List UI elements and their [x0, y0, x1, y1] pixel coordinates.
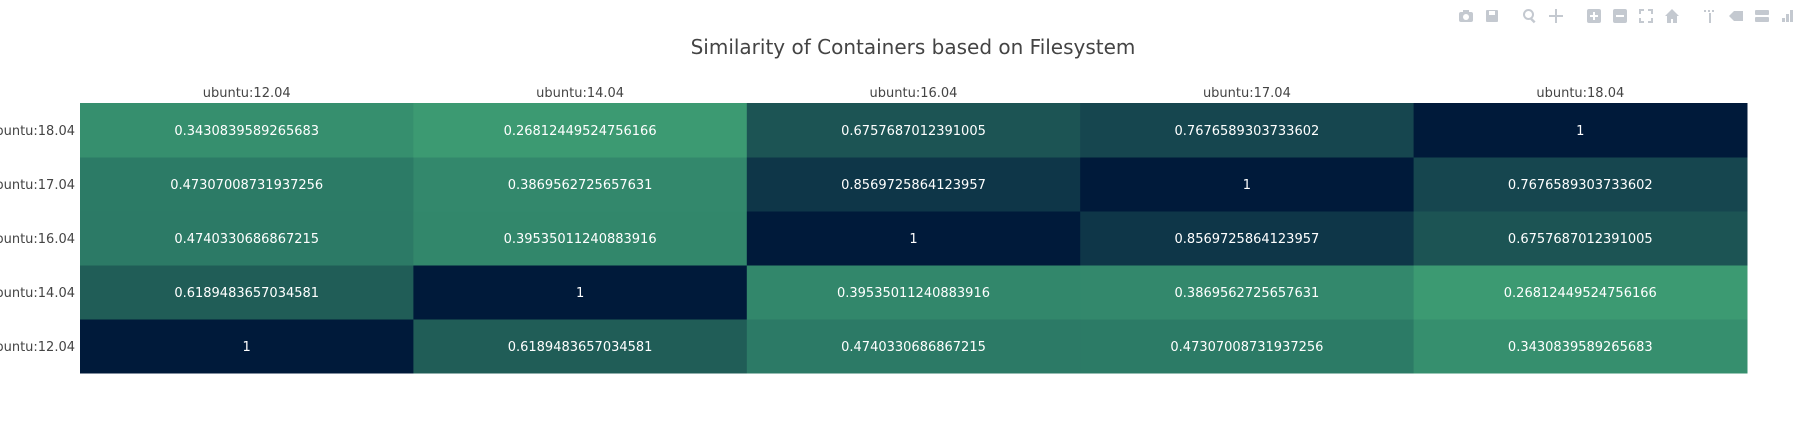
- heatmap-cell[interactable]: [1080, 265, 1415, 320]
- pan-icon[interactable]: [1546, 6, 1566, 26]
- heatmap-cell[interactable]: [1413, 157, 1748, 212]
- hover-closest-icon[interactable]: [1726, 6, 1746, 26]
- y-tick-label: ubuntu:17.04: [0, 178, 75, 193]
- cell-value-label: 1: [576, 286, 584, 301]
- heatmap-cell[interactable]: [1413, 211, 1748, 266]
- heatmap-cell[interactable]: [413, 265, 748, 320]
- heatmap-cell[interactable]: [80, 157, 414, 212]
- cell-value-label: 0.3430839589265683: [1508, 340, 1653, 355]
- heatmap-cell[interactable]: [80, 319, 414, 374]
- y-tick-label: ubuntu:12.04: [0, 340, 75, 355]
- heatmap-cell[interactable]: [1080, 157, 1415, 212]
- x-axis-ticks: ubuntu:12.04 ubuntu:14.04 ubuntu:16.04 ubun…: [203, 86, 1625, 101]
- heatmap-cell[interactable]: [746, 157, 1081, 212]
- heatmap-cell[interactable]: [80, 211, 414, 266]
- heatmap-cell[interactable]: [1080, 211, 1415, 266]
- modebar: [1456, 6, 1798, 26]
- cell-value-label: 1: [1576, 124, 1584, 139]
- cell-value-label: 0.3869562725657631: [508, 178, 653, 193]
- cell-value-label: 0.6189483657034581: [508, 340, 653, 355]
- x-tick-label: ubuntu:12.04: [203, 86, 291, 101]
- y-tick-label: ubuntu:14.04: [0, 286, 75, 301]
- x-tick-label: ubuntu:17.04: [1203, 86, 1291, 101]
- cell-value-label: 0.6757687012391005: [1508, 232, 1653, 247]
- heatmap-cell[interactable]: [746, 265, 1081, 320]
- cell-value-label: 0.4740330686867215: [174, 232, 319, 247]
- cell-value-label: 0.7676589303733602: [1508, 178, 1653, 193]
- x-tick-label: ubuntu:14.04: [536, 86, 624, 101]
- cell-value-label: 1: [243, 340, 251, 355]
- heatmap-cell[interactable]: [1080, 103, 1415, 158]
- heatmap-cell[interactable]: [1080, 319, 1415, 374]
- cell-value-label: 0.26812449524756166: [504, 124, 657, 139]
- camera-icon[interactable]: [1456, 6, 1476, 26]
- cell-value-label: 1: [909, 232, 917, 247]
- y-tick-label: ubuntu:16.04: [0, 232, 75, 247]
- cell-value-label: 0.6757687012391005: [841, 124, 986, 139]
- plotly-logo-icon[interactable]: [1778, 6, 1798, 26]
- home-icon[interactable]: [1662, 6, 1682, 26]
- heatmap-cell[interactable]: [1413, 319, 1748, 374]
- cell-value-label: 0.47307008731937256: [170, 178, 323, 193]
- cell-value-label: 0.8569725864123957: [1175, 232, 1320, 247]
- cell-value-label: 0.26812449524756166: [1504, 286, 1657, 301]
- cell-value-label: 0.7676589303733602: [1175, 124, 1320, 139]
- heatmap-cell[interactable]: [413, 103, 748, 158]
- cell-value-label: 0.39535011240883916: [504, 232, 657, 247]
- cell-value-label: 0.47307008731937256: [1170, 340, 1323, 355]
- x-tick-label: ubuntu:16.04: [870, 86, 958, 101]
- hover-compare-icon[interactable]: [1752, 6, 1772, 26]
- heatmap-cell[interactable]: [746, 211, 1081, 266]
- heatmap-cell[interactable]: [413, 319, 748, 374]
- heatmap-cell[interactable]: [746, 103, 1081, 158]
- y-axis-ticks: ubuntu:12.04 ubuntu:14.04 ubuntu:16.04 ubun…: [0, 124, 75, 355]
- cell-value-label: 0.39535011240883916: [837, 286, 990, 301]
- heatmap-cell[interactable]: [1413, 265, 1748, 320]
- heatmap-cell[interactable]: [80, 265, 414, 320]
- heatmap-cell[interactable]: [80, 103, 414, 158]
- zoom-out-icon[interactable]: [1610, 6, 1630, 26]
- cell-value-label: 0.3430839589265683: [174, 124, 319, 139]
- zoom-icon[interactable]: [1520, 6, 1540, 26]
- heatmap-cell[interactable]: [746, 319, 1081, 374]
- chart-title: Similarity of Containers based on Filesy…: [691, 35, 1136, 59]
- y-tick-label: ubuntu:18.04: [0, 124, 75, 139]
- cell-value-label: 0.4740330686867215: [841, 340, 986, 355]
- cell-value-label: 0.3869562725657631: [1175, 286, 1320, 301]
- cell-value-label: 1: [1243, 178, 1251, 193]
- cell-value-label: 0.8569725864123957: [841, 178, 986, 193]
- spike-icon[interactable]: [1700, 6, 1720, 26]
- save-icon[interactable]: [1482, 6, 1502, 26]
- heatmap-cell[interactable]: [413, 211, 748, 266]
- x-tick-label: ubuntu:18.04: [1536, 86, 1624, 101]
- heatmap-cell[interactable]: [1413, 103, 1748, 158]
- zoom-in-icon[interactable]: [1584, 6, 1604, 26]
- cell-value-label: 0.6189483657034581: [174, 286, 319, 301]
- heatmap-cells: 1 0.6189483657034581 0.4740330686867215 0.4…: [80, 103, 1748, 374]
- autoscale-icon[interactable]: [1636, 6, 1656, 26]
- heatmap-cell[interactable]: [413, 157, 748, 212]
